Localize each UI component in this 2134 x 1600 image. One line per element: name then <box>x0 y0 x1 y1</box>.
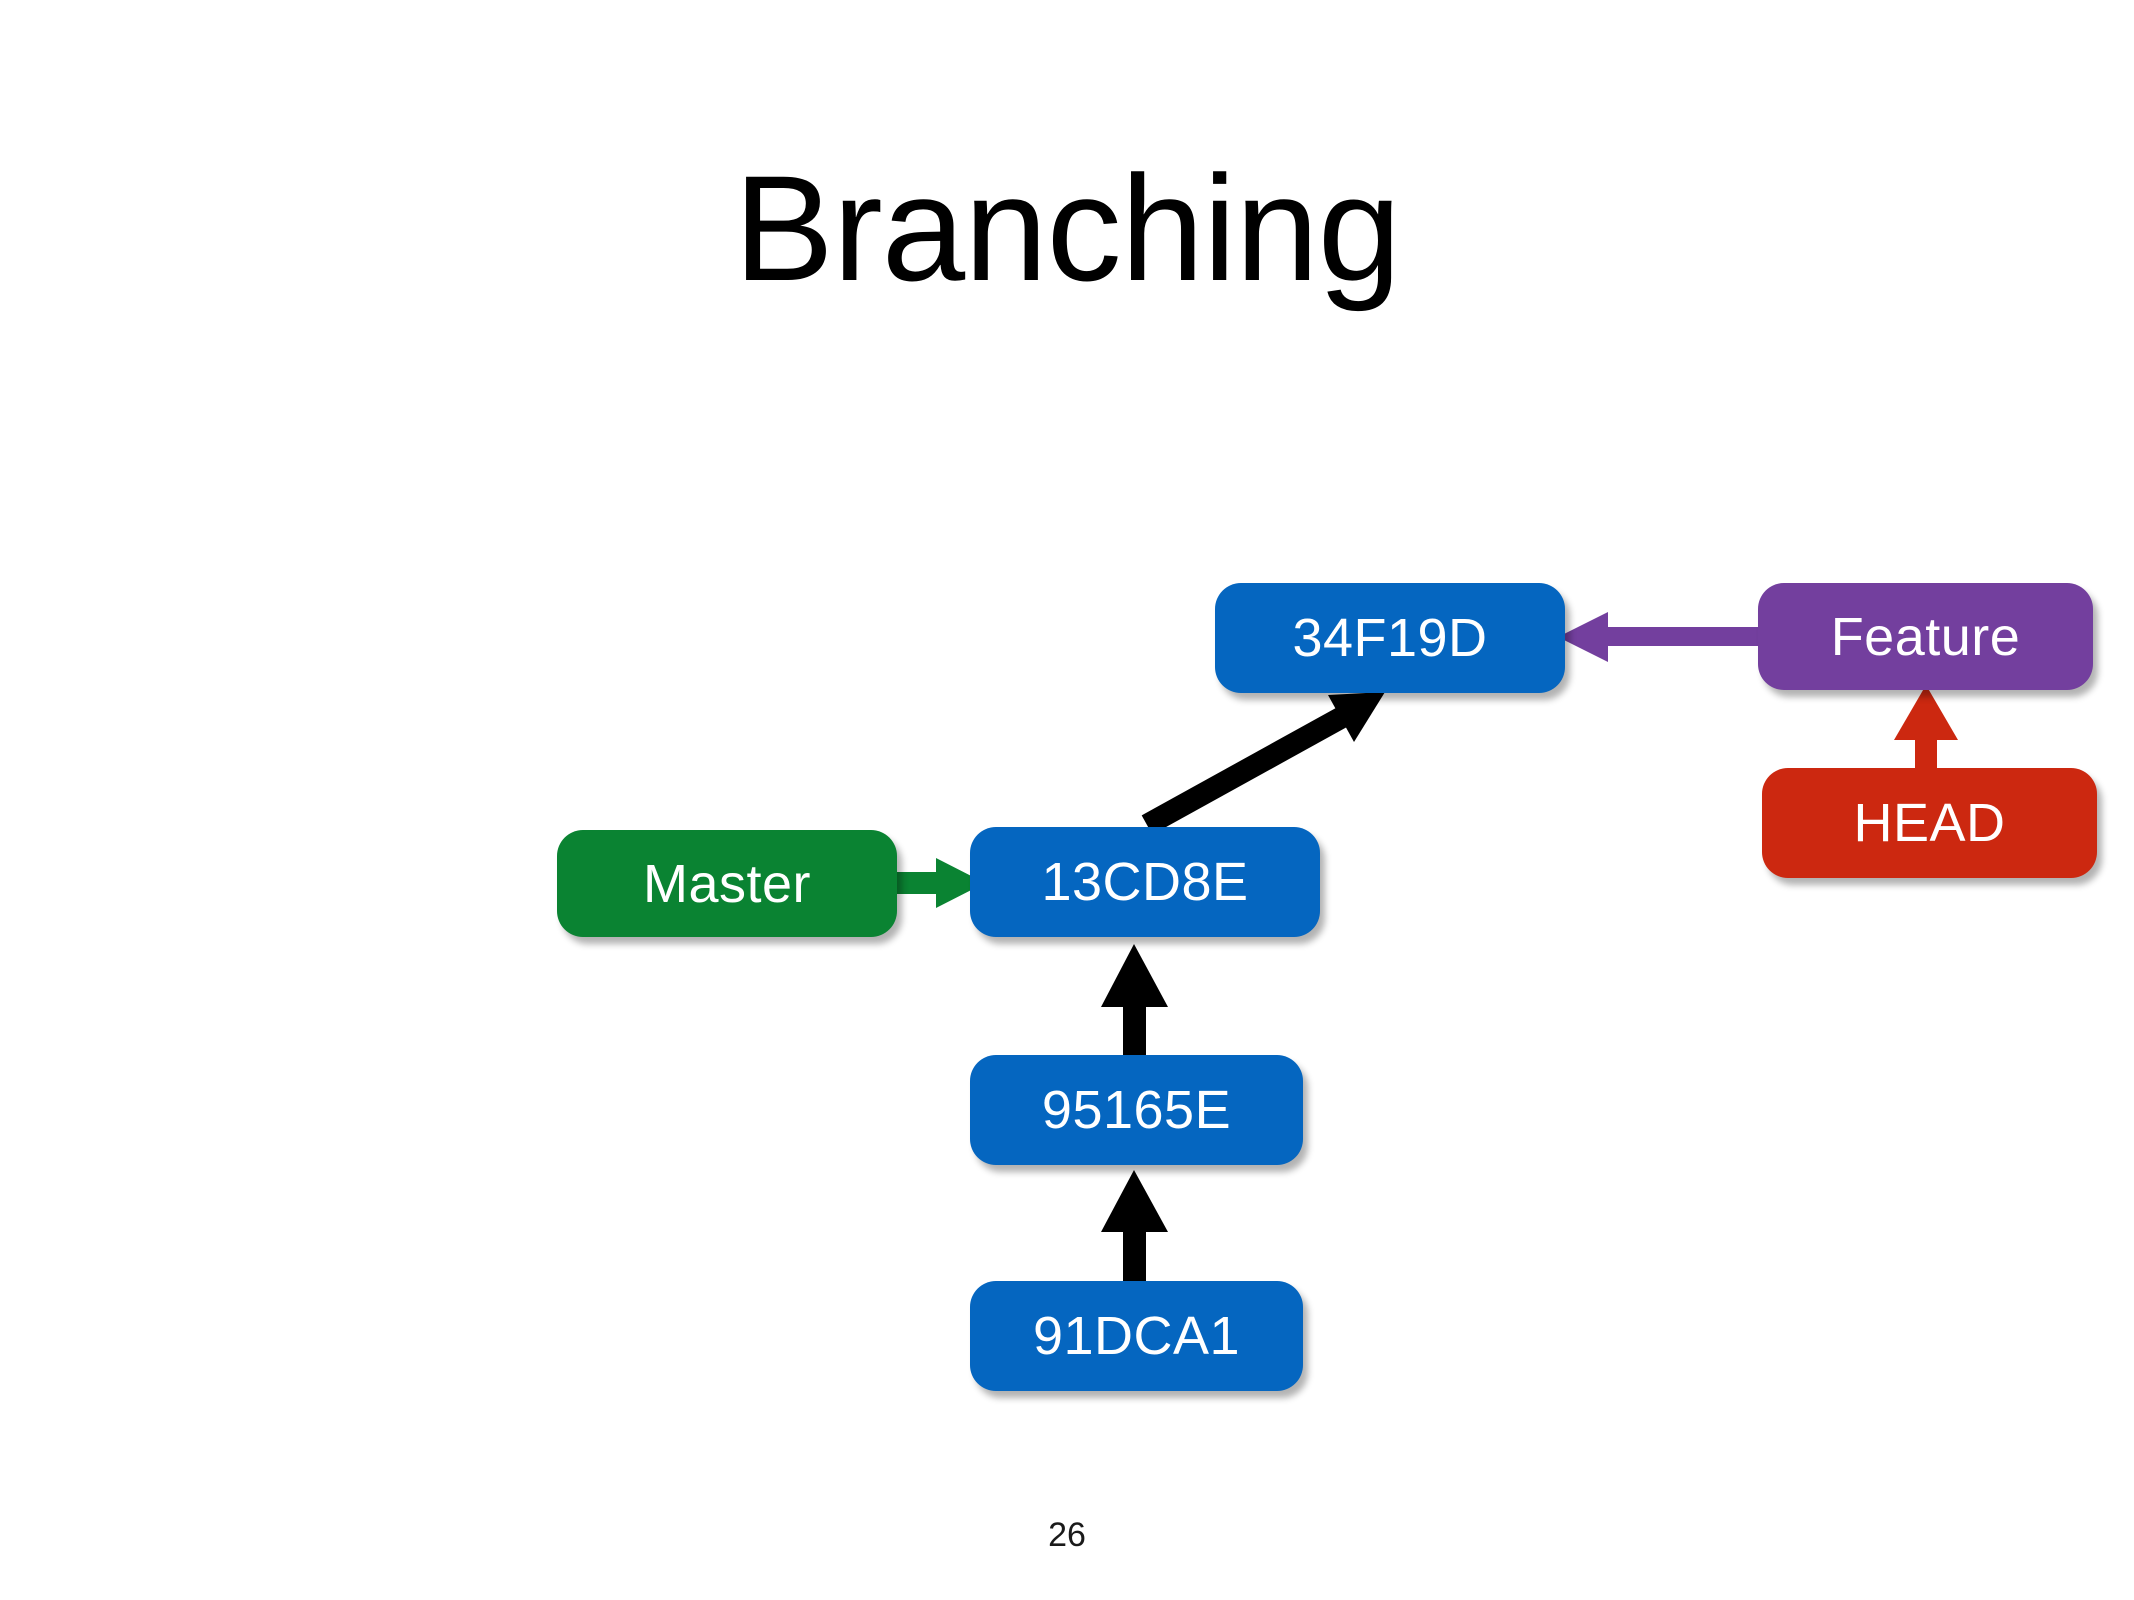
commit-node-91dca1[interactable]: 91DCA1 <box>970 1281 1303 1391</box>
commit-node-label: 95165E <box>1041 1080 1232 1140</box>
commit-node-34f19d[interactable]: 34F19D <box>1215 583 1565 693</box>
edge-95165e-to-13cd8e <box>1101 944 1168 1065</box>
page-number: 26 <box>1048 1516 1086 1554</box>
branch-label-master[interactable]: Master <box>557 830 897 937</box>
branch-label-text: Master <box>642 853 812 914</box>
commit-node-label: 13CD8E <box>1041 852 1249 912</box>
edge-head-to-feature <box>1894 685 1958 772</box>
edge-91dca1-to-95165e <box>1101 1170 1168 1290</box>
edge-13cd8e-to-34f19d <box>1141 692 1385 835</box>
commit-node-13cd8e[interactable]: 13CD8E <box>970 827 1320 937</box>
head-pointer-label: HEAD <box>1853 793 2006 853</box>
branch-label-text: Feature <box>1830 606 2021 667</box>
commit-node-label: 34F19D <box>1292 608 1488 668</box>
head-pointer-box[interactable]: HEAD <box>1762 768 2097 878</box>
commit-node-95165e[interactable]: 95165E <box>970 1055 1303 1165</box>
edge-feature-to-34f19d <box>1558 612 1765 662</box>
commit-node-label: 91DCA1 <box>1032 1306 1241 1366</box>
branch-label-feature[interactable]: Feature <box>1758 583 2093 690</box>
page-title: Branching <box>733 144 1401 312</box>
